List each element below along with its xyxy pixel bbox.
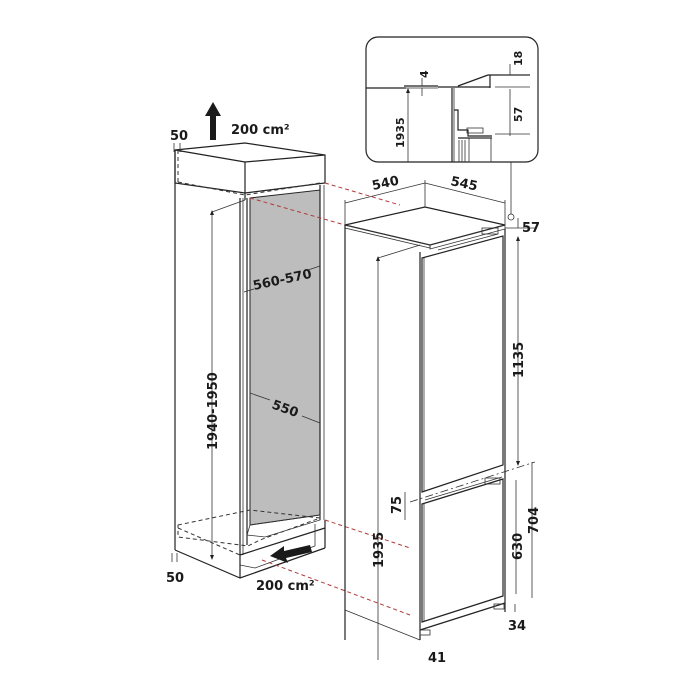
alignment-guides [249,182,411,616]
detail-marker-icon [507,213,515,221]
niche-height-label: 1940-1950 [206,372,221,450]
fridge-door-height-label: 1135 [512,342,527,378]
niche-top-gap-label: 50 [170,129,188,144]
niche-top-vent-label: 200 cm² [231,123,290,138]
airflow-up-arrow-icon [205,102,221,140]
appliance: 540 545 57 1135 1935 75 630 704 34 41 [344,174,542,666]
freezer-section-height-label: 704 [527,507,542,534]
airflow-in-arrow-icon [270,545,312,563]
foot-offset-label: 41 [428,651,446,666]
niche-bottom-vent-label: 200 cm² [256,579,315,594]
inset-height-label: 1935 [394,117,407,148]
inset-panel-label: 18 [512,51,525,66]
niche-bottom-gap-label: 50 [166,571,184,586]
bottom-clearance-label: 34 [508,619,526,634]
inset-hinge-label: 57 [512,107,525,122]
appliance-width-label: 540 [371,174,401,194]
door-gap-label: 75 [390,496,405,514]
appliance-top-offset-label: 57 [522,221,540,236]
appliance-height-label: 1935 [372,532,387,568]
freezer-door-height-label: 630 [511,533,526,560]
foot-icon [419,629,431,636]
niche-cabinet: 50 200 cm² 50 200 cm² 1940-1950 560-570 … [166,102,326,594]
appliance-depth-label: 545 [449,174,479,194]
inset-gap-label: 4 [418,70,431,78]
detail-inset: 4 18 57 1935 [365,36,539,163]
